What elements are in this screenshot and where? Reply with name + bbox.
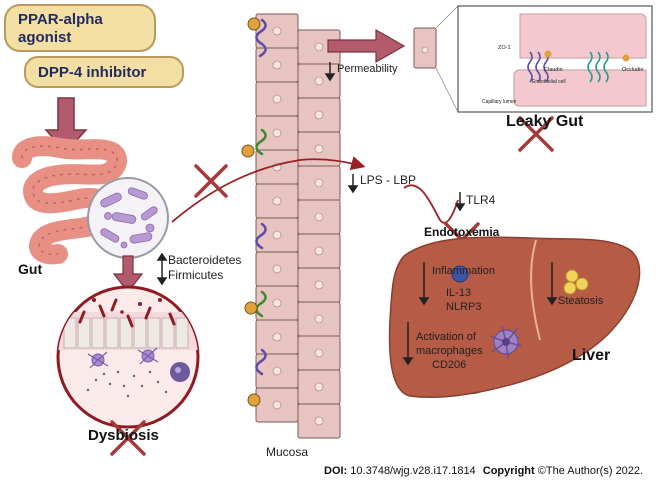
activation-label-line-1: Activation of xyxy=(416,331,476,343)
copyright-value: ©The Author(s) 2022. xyxy=(537,465,644,477)
ppar-alpha-agonist-pill: PPAR-alpha agonist xyxy=(4,4,156,52)
inset-claudin: Claudin xyxy=(544,67,563,73)
permeability-label: Permeability xyxy=(337,63,398,75)
doi-value: 10.3748/wjg.v28.i17.1814 xyxy=(350,465,476,477)
dpp4-inhibitor-pill: DPP-4 inhibitor xyxy=(24,56,184,88)
gut-to-lps-arrow xyxy=(171,156,366,223)
cd206-label: CD206 xyxy=(432,359,467,371)
leaky-gut-cross xyxy=(518,116,554,152)
fat-droplets xyxy=(563,269,589,295)
inflammation-label: Inflammation xyxy=(432,265,495,277)
gut-to-dysbiosis-arrow xyxy=(112,255,144,293)
mucosa-nuclei xyxy=(272,26,324,426)
lps-lbp-label: LPS - LBP xyxy=(360,173,417,187)
permeability-arrow xyxy=(327,28,406,64)
firmicutes-label: Firmicutes xyxy=(168,268,224,282)
tight-junction-proteins xyxy=(255,18,267,376)
inset-capillary-lumen: Capillary lumen xyxy=(482,99,517,105)
ppar-line-1: PPAR-alpha xyxy=(18,11,103,28)
dysbiosis-illustration xyxy=(56,285,200,429)
mucosa-column xyxy=(255,13,341,439)
liver-illustration xyxy=(388,236,641,398)
inset-endothelial-cell: Endothelial cell xyxy=(532,79,566,85)
dysbiosis-label: Dysbiosis xyxy=(88,427,159,444)
activation-label-line-2: macrophages xyxy=(416,345,483,357)
il13-label: IL-13 xyxy=(446,287,472,299)
tight-junction-inset xyxy=(457,5,653,113)
inset-occludin: Occludin xyxy=(622,67,644,73)
indicator-arrows xyxy=(156,62,558,366)
doi-label: DOI: xyxy=(324,465,348,477)
gut-label: Gut xyxy=(18,261,43,277)
mucosa-label: Mucosa xyxy=(266,445,309,459)
lps-particles xyxy=(241,17,261,407)
liver-label: Liver xyxy=(572,347,611,364)
citation-footer: DOI: 10.3748/wjg.v28.i17.1814 Copyright … xyxy=(324,465,644,478)
copyright-label: Copyright xyxy=(482,465,535,477)
intestine-illustration xyxy=(12,136,127,265)
nlrp3-label: NLRP3 xyxy=(446,301,482,313)
endotoxemia-label: Endotoxemia xyxy=(424,225,500,239)
steatosis-label: Steatosis xyxy=(558,295,604,307)
gut-barrier-cross xyxy=(194,164,228,198)
tlr4-label: TLR4 xyxy=(466,193,496,207)
dysbiosis-cross xyxy=(110,420,146,456)
lps-to-endotoxemia-line xyxy=(403,184,459,224)
bacteroidetes-label: Bacteroidetes xyxy=(168,253,242,267)
leaky-gut-label: Leaky Gut xyxy=(506,113,584,130)
bacteria-magnifier xyxy=(87,177,169,259)
inset-zo1: ZO-1 xyxy=(498,45,511,51)
ppar-line-2: agonist xyxy=(18,29,72,46)
macrophage-icon xyxy=(489,325,523,359)
dpp4-label: DPP-4 inhibitor xyxy=(38,64,147,81)
